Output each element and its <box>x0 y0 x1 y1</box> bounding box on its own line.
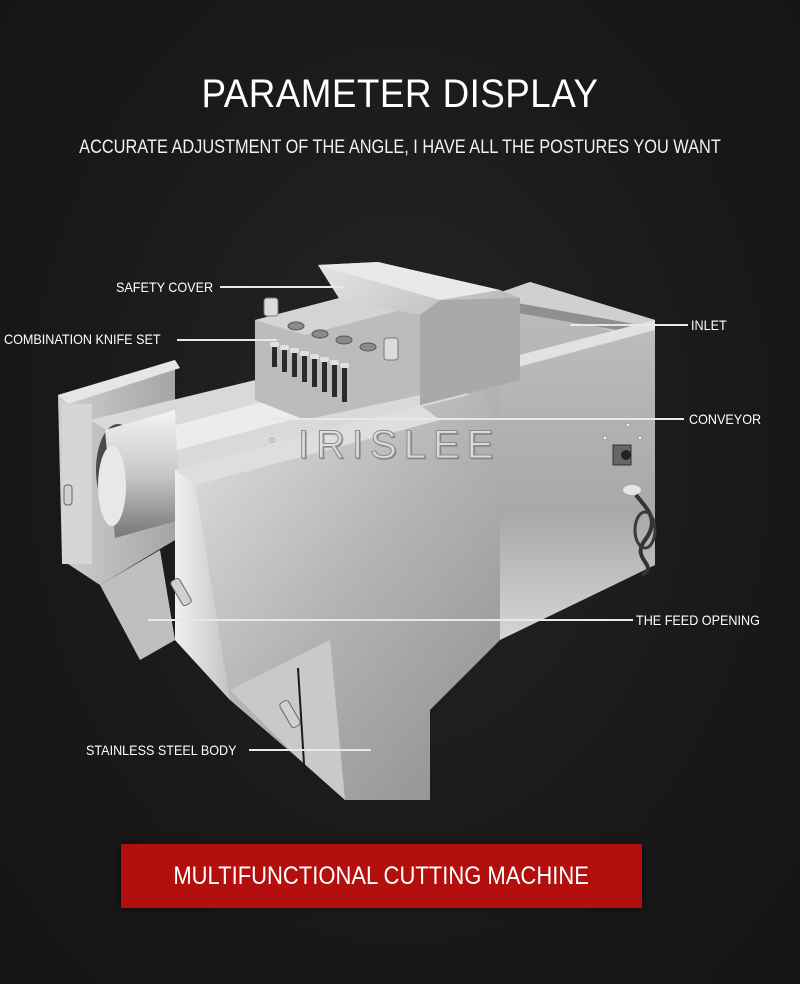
brand-watermark: IRISLEE <box>297 423 501 468</box>
callout-stainless-steel-body: STAINLESS STEEL BODY <box>86 742 237 758</box>
callout-feed-opening: THE FEED OPENING <box>636 612 760 628</box>
page-subtitle: ACCURATE ADJUSTMENT OF THE ANGLE, I HAVE… <box>79 137 721 158</box>
callout-conveyor: CONVEYOR <box>689 411 762 427</box>
callout-inlet: INLET <box>691 317 727 333</box>
callout-combination-knife-set: COMBINATION KNIFE SET <box>4 331 161 347</box>
leader-line-steel-body <box>249 749 371 751</box>
product-name-banner: MULTIFUNCTIONAL CUTTING MACHINE <box>121 844 642 908</box>
leader-line-inlet <box>570 324 688 326</box>
leader-line-feed-opening <box>148 619 633 621</box>
page-title: PARAMETER DISPLAY <box>201 72 599 116</box>
callout-safety-cover: SAFETY COVER <box>116 279 214 295</box>
banner-text: MULTIFUNCTIONAL CUTTING MACHINE <box>173 861 590 890</box>
leader-line-knife-set <box>177 339 277 341</box>
leader-line-safety-cover <box>220 286 344 288</box>
leader-line-conveyor <box>230 418 684 420</box>
